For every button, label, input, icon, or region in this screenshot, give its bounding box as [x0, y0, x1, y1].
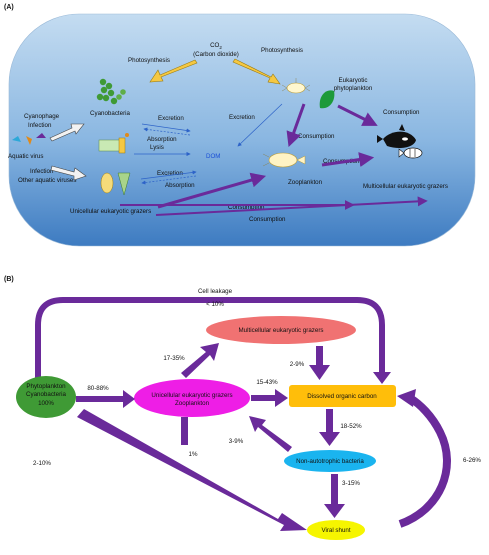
multicellular-grazers-text: Multicellular eukaryotic grazers: [239, 327, 324, 334]
pct-80-88: 80-88%: [87, 385, 109, 392]
dom-exchange-arrows: [134, 103, 283, 185]
absorption-label-1: Absorption: [147, 136, 177, 143]
excretion-label-3: Excretion: [229, 114, 255, 121]
infection-arrow-upper: [49, 123, 85, 142]
uni-line-2: Zooplankton: [175, 400, 210, 407]
panel-a-consumption-arrows: [120, 103, 428, 216]
bacteria-text: Non-autotrophic bacteria: [296, 458, 364, 465]
orca-icon: [377, 124, 416, 148]
unicellular-zooplankton-node: [134, 379, 250, 417]
cyanobacteria-label: Cyanobacteria: [90, 110, 130, 117]
viral-to-doc-arrow: [397, 389, 451, 528]
zooplankton-icon: [262, 152, 306, 168]
pct-3-9: 3-9%: [229, 438, 244, 445]
pct-18-52: 18-52%: [340, 423, 362, 430]
viral-shunt-node: [307, 520, 365, 540]
infection-label-1: Infection: [28, 122, 52, 129]
infection-label-2: Infection: [30, 168, 54, 175]
svg-text:CO2: CO2: [210, 42, 222, 50]
phyto-line-2: Cyanobacteria: [26, 391, 66, 398]
pct-15-43: 15-43%: [256, 379, 278, 386]
aquatic-virus-label: Aquatic virus: [8, 153, 43, 160]
doc-text: Dissolved organic carbon: [307, 393, 377, 400]
eukaryotic-phytoplankton-icon: [281, 78, 335, 109]
cell-leakage-arrow: [35, 297, 391, 384]
eukaryotic-label: Eukaryotic: [339, 77, 368, 84]
multicellular-grazers-node: [206, 316, 356, 344]
dom-label: DOM: [206, 153, 220, 160]
other-viruses-label: Other aquatic viruses: [18, 177, 76, 184]
phyto-line-3: 100%: [38, 400, 54, 407]
consumption-label-bottom-2: Consumption: [249, 216, 286, 223]
cell-leakage-label: Cell leakage: [198, 288, 233, 295]
zooplankton-label: Zooplankton: [288, 179, 323, 186]
doc-node: [289, 385, 396, 407]
viral-shunt-text: Viral shunt: [321, 527, 350, 534]
cell-leakage-pct: < 10%: [206, 301, 224, 308]
uni-line-1: Unicellular eukaryotic grazers: [151, 392, 232, 399]
unicellular-label-a: Unicellular eukaryotic grazers: [70, 208, 151, 215]
svg-text:(Carbon dioxide): (Carbon dioxide): [193, 51, 239, 58]
lysis-label: Lysis: [150, 144, 164, 151]
infection-arrow-lower: [50, 165, 87, 181]
co2-label: CO2 (Carbon dioxide): [193, 42, 239, 58]
excretion-label-1: Excretion: [158, 115, 184, 122]
multicellular-label-a: Multicellular eukaryotic grazers: [363, 183, 448, 190]
virus-icons: [12, 133, 46, 145]
consumption-label-bottom-1: Consumption: [228, 204, 265, 211]
fish-icon: [398, 147, 423, 159]
photosynthesis-arrow-right: [232, 58, 281, 85]
cyanobacteria-icon: [96, 78, 126, 105]
phyto-line-1: Phytoplankton: [26, 383, 66, 390]
consumption-label-top: Consumption: [383, 109, 420, 116]
phytoplankton-label: phytoplankton: [334, 85, 373, 92]
phytoplankton-node: [16, 376, 76, 418]
pct-3-15: 3-15%: [342, 480, 360, 487]
excretion-label-2: Excretion: [157, 170, 183, 177]
pct-1: 1%: [189, 451, 198, 458]
consumption-label-mid: Consumption: [298, 133, 335, 140]
panel-b-label: (B): [4, 276, 14, 283]
bacteria-node: [284, 450, 376, 472]
panel-a-label: (A): [4, 4, 14, 11]
pct-17-35: 17-35%: [163, 355, 185, 362]
lysed-cell-icon: [98, 133, 129, 154]
panel-b-flow-arrows: [76, 343, 345, 531]
pct-6-26: 6-26%: [463, 457, 481, 464]
absorption-label-2: Absorption: [165, 182, 195, 189]
cyanophage-label: Cyanophage: [24, 113, 60, 120]
pct-2-9: 2-9%: [290, 361, 305, 368]
pct-2-10: 2-10%: [33, 460, 51, 467]
photosynthesis-right-label: Photosynthesis: [261, 47, 303, 54]
photosynthesis-arrow-left: [149, 59, 198, 83]
photosynthesis-left-label: Photosynthesis: [128, 57, 170, 64]
unicellular-grazer-icons: [100, 172, 131, 196]
